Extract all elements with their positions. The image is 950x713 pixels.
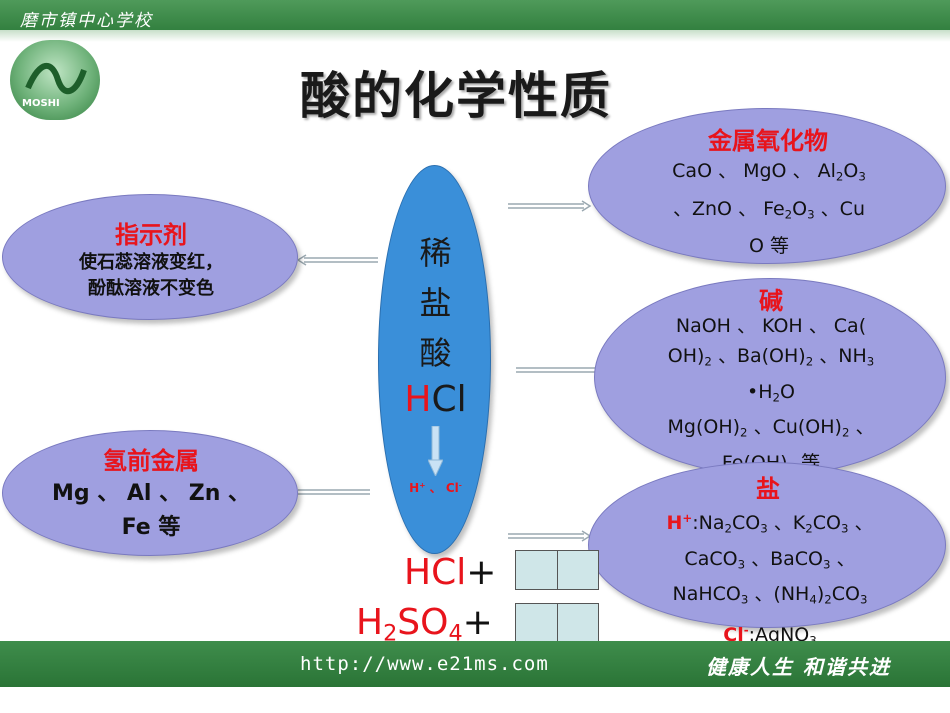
top-banner: 磨市镇中心学校 <box>0 0 950 34</box>
bottom-margin <box>0 687 950 713</box>
indicator-line-1: 使石蕊溶液变红， <box>79 252 223 273</box>
hcl-answer-boxes[interactable] <box>515 550 599 590</box>
indicator-node: 指示剂 使石蕊溶液变红， 酚酞溶液不变色 <box>2 194 298 320</box>
formula-h2so4: H2SO4+ <box>356 602 493 647</box>
logo-badge-icon <box>10 40 100 120</box>
formula-h2so4-plus: + <box>462 602 493 643</box>
school-name: 磨市镇中心学校 <box>20 11 153 31</box>
down-arrow-icon <box>428 426 443 476</box>
page-title: 酸的化学性质 <box>300 67 612 125</box>
salt-title: 盐 <box>756 475 780 503</box>
footer-url[interactable]: http://www.e21ms.com <box>300 653 549 675</box>
formula-hcl: HCl+ <box>404 552 496 593</box>
bottom-banner: http://www.e21ms.com 健康人生 和谐共进 <box>0 641 950 687</box>
h2so4-answer-boxes[interactable] <box>515 603 599 643</box>
indicator-description: 使石蕊溶液变红， 酚酞溶液不变色 <box>3 250 299 302</box>
oxide-title: 金属氧化物 <box>708 127 828 155</box>
center-ions: H+ 、 Cl- <box>409 480 462 495</box>
center-char-1: 稀 <box>419 234 452 272</box>
arrow-to-indicator-icon <box>298 254 378 266</box>
center-formula-h: H <box>404 379 432 420</box>
salt-description: H+:Na2CO3 、K2CO3 、CaCO3 、BaCO3 、NaHCO3 、… <box>666 511 874 647</box>
logo-text: MOSHI <box>22 98 60 109</box>
center-char-2: 盐 <box>419 284 452 322</box>
metal-title: 氢前金属 <box>103 447 199 475</box>
answer-box[interactable] <box>516 551 558 589</box>
ion-h: H <box>409 481 420 495</box>
dilute-hcl-node: 稀 盐 酸 HCl H+ 、 Cl- <box>378 165 491 554</box>
indicator-title: 指示剂 <box>115 221 187 249</box>
center-char-3: 酸 <box>419 334 452 372</box>
arrow-to-salt-icon <box>508 530 592 542</box>
center-formula: HCl <box>379 379 492 420</box>
metal-node: 氢前金属 Mg 、 Al 、 Zn 、 Fe 等 <box>2 430 298 556</box>
base-title: 碱 <box>759 287 783 315</box>
answer-box[interactable] <box>516 604 558 642</box>
metal-description: Mg 、 Al 、 Zn 、 Fe 等 <box>51 481 251 540</box>
formula-hcl-plus: + <box>466 552 497 593</box>
base-node: 碱 NaOH 、 KOH 、 Ca(OH)2 、Ba(OH)2 、NH3•H2O… <box>594 278 946 476</box>
footer-motto: 健康人生 和谐共进 <box>706 655 891 679</box>
answer-box[interactable] <box>557 604 598 642</box>
ion-cl: Cl <box>445 481 459 495</box>
arrow-to-base-icon <box>516 367 596 373</box>
school-logo: MOSHI <box>10 40 100 120</box>
top-banner-shine <box>0 30 950 42</box>
arrow-to-metal-icon <box>298 489 370 495</box>
ion-separator: 、 <box>429 481 442 495</box>
center-formula-cl: Cl <box>431 379 467 420</box>
salt-node: 盐 H+:Na2CO3 、K2CO3 、CaCO3 、BaCO3 、NaHCO3… <box>588 462 946 647</box>
arrow-to-oxide-icon <box>508 200 592 212</box>
answer-box[interactable] <box>557 551 598 589</box>
formula-hcl-text: HCl <box>404 552 467 593</box>
indicator-line-2: 酚酞溶液不变色 <box>88 278 214 299</box>
